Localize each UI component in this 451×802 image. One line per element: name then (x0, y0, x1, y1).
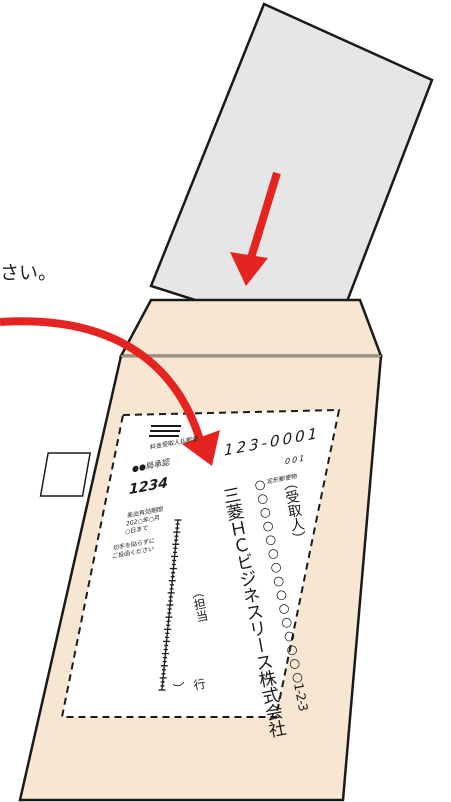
code-small: 001 (285, 453, 306, 466)
postage-header: 料金受取人払郵便 (150, 433, 198, 451)
office-name: ●●局承認 (132, 457, 170, 475)
permit-number: 1234 (129, 475, 168, 498)
